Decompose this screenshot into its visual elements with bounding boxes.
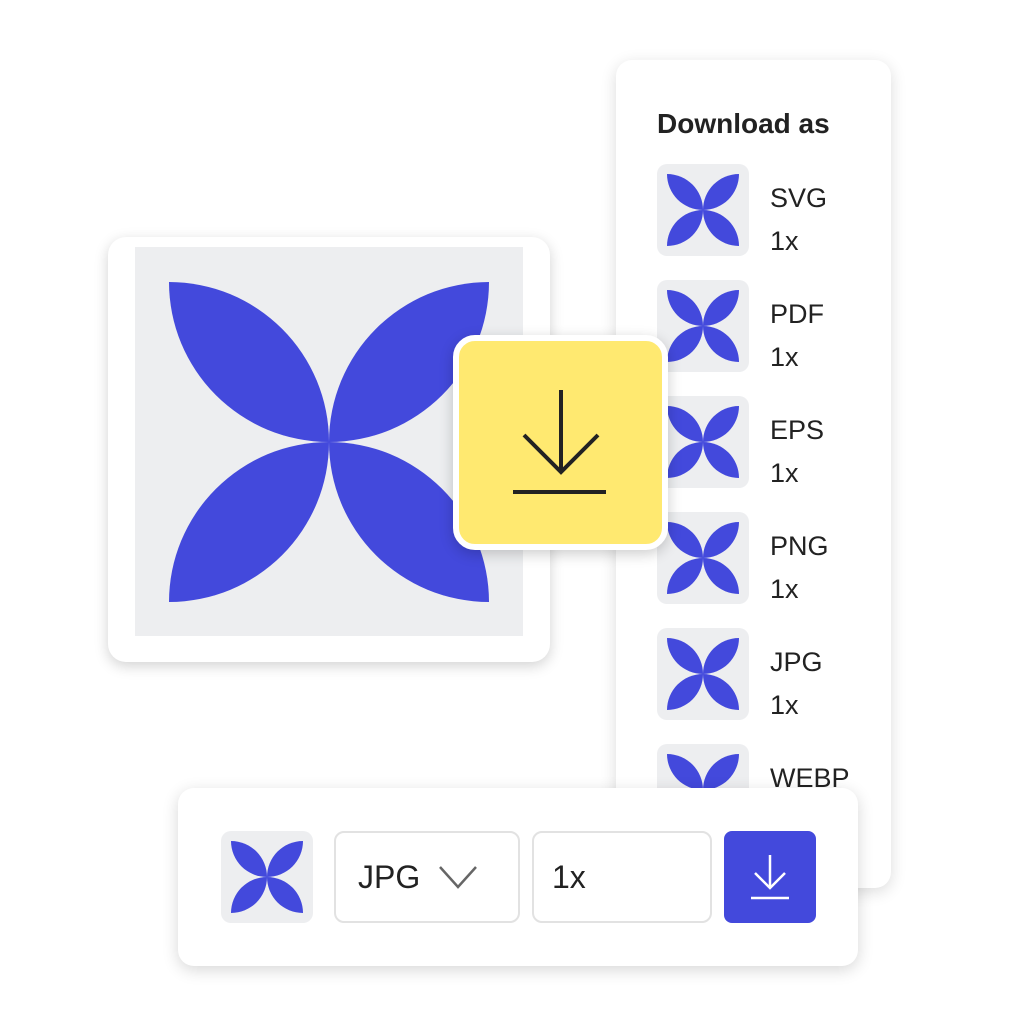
format-thumbnail [657,164,749,256]
format-scale: 1x [770,342,799,372]
download-icon [751,855,789,900]
format-option-eps[interactable]: EPS 1x [657,396,824,488]
flower-artwork-icon [667,522,739,594]
format-option-jpg[interactable]: JPG 1x [657,628,823,720]
chevron-down-icon [439,866,478,889]
flower-artwork-icon [667,174,739,246]
flower-artwork-icon [667,406,739,478]
panel-title: Download as [657,108,830,139]
format-select[interactable]: JPG [334,831,520,923]
format-name: PDF [770,299,824,329]
format-option-svg[interactable]: SVG 1x [657,164,827,256]
format-thumbnail [657,396,749,488]
format-name: SVG [770,183,828,213]
format-select-value: JPG [358,858,421,895]
download-icon [512,389,606,494]
format-scale: 1x [770,458,799,488]
format-thumbnail [657,628,749,720]
format-name: JPG [770,647,823,677]
format-option-pdf[interactable]: PDF 1x [657,280,824,372]
format-scale: 1x [770,226,799,256]
flower-artwork-icon [667,290,739,362]
flower-artwork-icon [231,841,303,913]
flower-artwork-icon [169,282,489,602]
export-thumbnail [221,831,313,923]
format-name: EPS [770,415,825,445]
format-thumbnail [657,280,749,372]
scale-input-value: 1x [552,858,586,895]
download-button[interactable] [724,831,816,923]
scale-input[interactable]: 1x [532,831,712,923]
format-scale: 1x [770,574,799,604]
format-option-png[interactable]: PNG 1x [657,512,829,604]
download-large-button[interactable] [453,335,668,550]
format-scale: 1x [770,690,799,720]
flower-artwork-icon [667,638,739,710]
export-toolbar: JPG 1x [178,788,858,966]
format-name: PNG [770,531,829,561]
format-thumbnail [657,512,749,604]
